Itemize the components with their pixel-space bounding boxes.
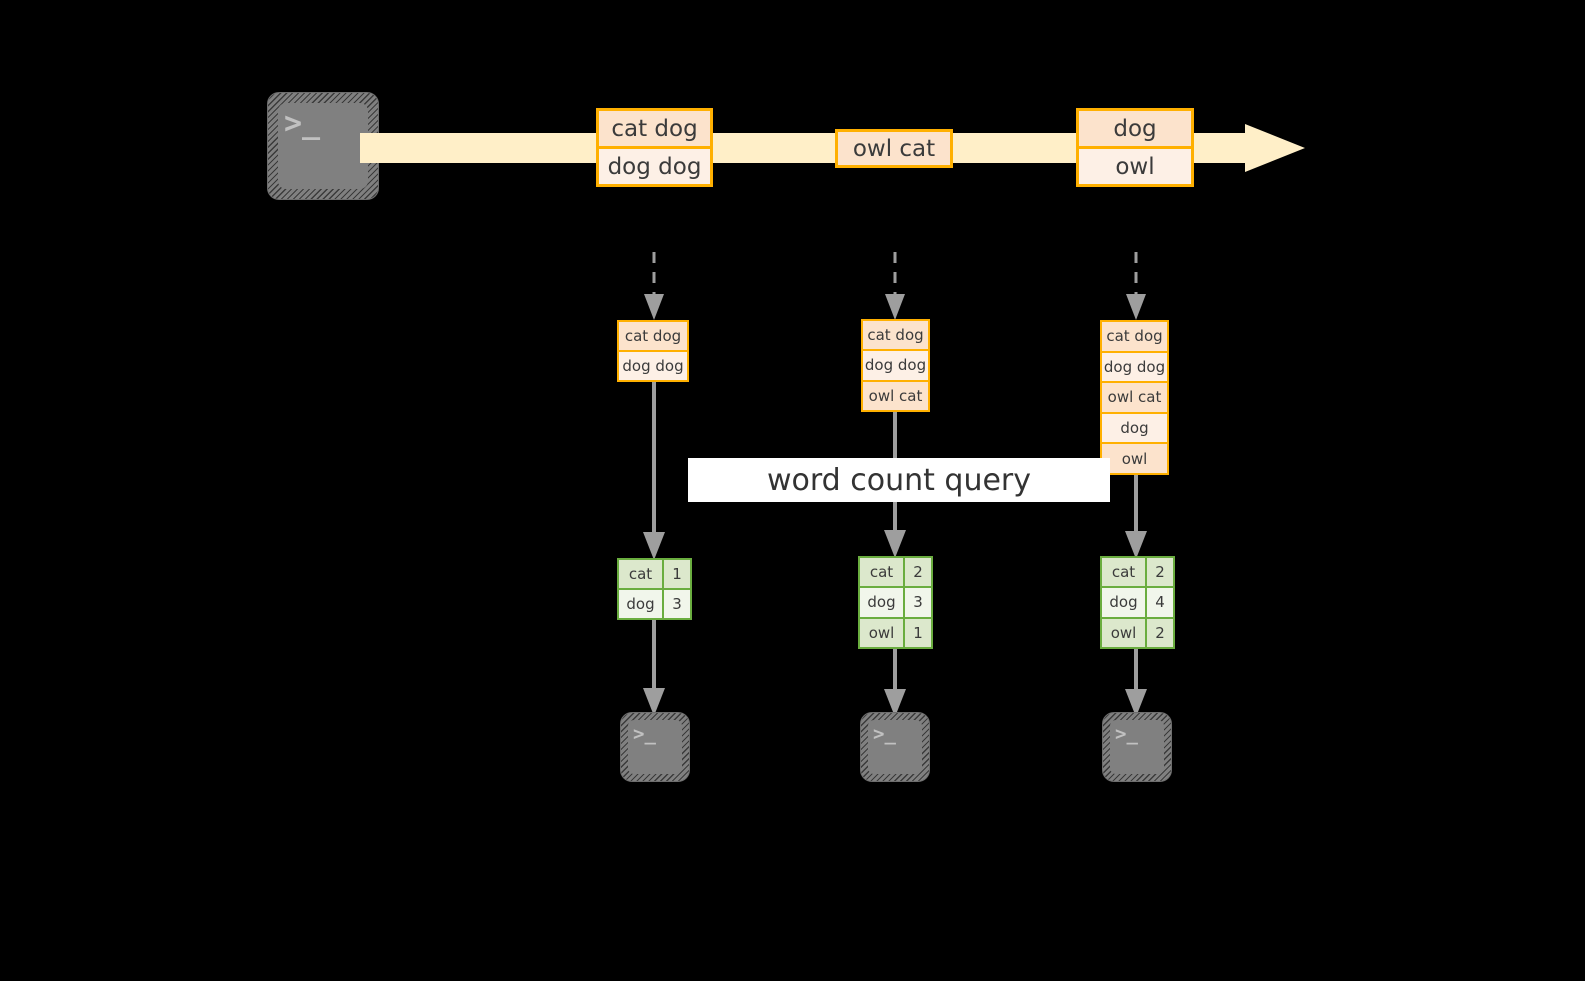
terminal-screen [1110, 720, 1164, 774]
buffer-record: cat dog [619, 322, 687, 350]
terminal-screen [628, 720, 682, 774]
count-cell: 2 [903, 558, 931, 587]
snapshot-1-query-connector [643, 382, 665, 560]
word-cell: dog [860, 588, 903, 617]
stream-record-group-1: cat dog dog dog [596, 108, 713, 187]
snapshot-1-dashed-connector [644, 252, 664, 320]
snapshot-2-sink-terminal-icon: >_ [860, 712, 930, 782]
buffer-record: cat dog [1102, 322, 1167, 351]
table-row: dog 3 [860, 586, 931, 617]
snapshot-2-buffer: cat dog dog dog owl cat [861, 319, 930, 412]
stream-record: dog [1079, 111, 1191, 146]
word-cell: cat [860, 558, 903, 587]
snapshot-3-sink-terminal-icon: >_ [1102, 712, 1172, 782]
snapshot-3-result-table: cat 2 dog 4 owl 2 [1100, 556, 1175, 649]
word-cell: dog [1102, 588, 1145, 617]
stream-record: cat dog [599, 111, 710, 146]
buffer-record: owl cat [863, 379, 928, 410]
table-row: dog 4 [1102, 586, 1173, 617]
table-row: cat 1 [619, 560, 690, 588]
word-cell: dog [619, 590, 662, 618]
word-cell: owl [860, 618, 903, 647]
terminal-prompt-glyph: >_ [873, 723, 896, 745]
snapshot-1-sink-terminal-icon: >_ [620, 712, 690, 782]
count-cell: 2 [1145, 558, 1173, 587]
snapshot-3-query-connector [1125, 475, 1147, 559]
buffer-record: owl cat [1102, 381, 1167, 412]
snapshot-3-sink-connector [1125, 649, 1147, 717]
buffer-record: dog dog [1102, 350, 1167, 382]
terminal-screen [278, 103, 368, 189]
terminal-prompt-glyph: >_ [633, 723, 656, 745]
stream-record: dog dog [599, 146, 710, 184]
count-cell: 2 [1145, 618, 1173, 647]
snapshot-1-result-table: cat 1 dog 3 [617, 558, 692, 620]
stream-record: owl [1079, 146, 1191, 184]
snapshot-1-sink-connector [643, 620, 665, 716]
count-cell: 1 [662, 560, 690, 588]
query-label: word count query [688, 458, 1110, 502]
word-cell: owl [1102, 618, 1145, 647]
buffer-record: cat dog [863, 321, 928, 350]
buffer-record: dog dog [619, 350, 687, 380]
table-row: cat 2 [860, 558, 931, 587]
buffer-record: dog [1102, 411, 1167, 443]
terminal-screen [868, 720, 922, 774]
count-cell: 3 [903, 588, 931, 617]
stream-record: owl cat [838, 132, 950, 165]
terminal-prompt-glyph: >_ [284, 106, 321, 141]
snapshot-2-dashed-connector [885, 252, 905, 320]
terminal-prompt-glyph: >_ [1115, 723, 1138, 745]
buffer-record: owl [1102, 442, 1167, 473]
table-row: owl 2 [1102, 616, 1173, 647]
count-cell: 3 [662, 590, 690, 618]
count-cell: 1 [903, 618, 931, 647]
snapshot-3-dashed-connector [1126, 252, 1146, 320]
stream-record-group-2: owl cat [835, 129, 953, 168]
word-cell: cat [619, 560, 662, 588]
buffer-record: dog dog [863, 349, 928, 380]
snapshot-3-buffer: cat dog dog dog owl cat dog owl [1100, 320, 1169, 475]
word-cell: cat [1102, 558, 1145, 587]
table-row: cat 2 [1102, 558, 1173, 587]
table-row: owl 1 [860, 616, 931, 647]
snapshot-2-result-table: cat 2 dog 3 owl 1 [858, 556, 933, 649]
snapshot-1-buffer: cat dog dog dog [617, 320, 689, 382]
snapshot-2-sink-connector [884, 649, 906, 717]
stream-record-group-3: dog owl [1076, 108, 1194, 187]
table-row: dog 3 [619, 588, 690, 618]
count-cell: 4 [1145, 588, 1173, 617]
